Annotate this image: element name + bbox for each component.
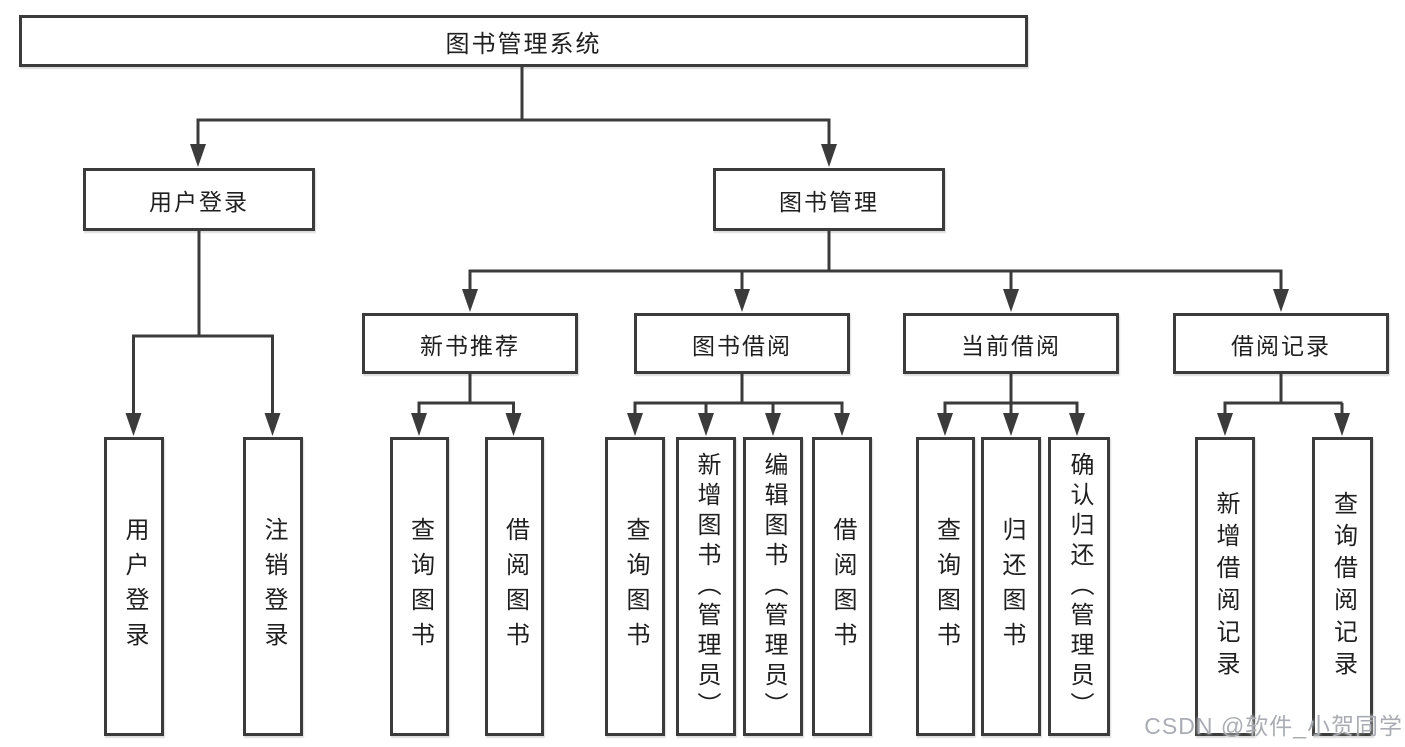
node-new-book-recommend: 新书推荐 [362,313,578,374]
node-user-login: 用户登录 [83,168,315,231]
node-label: 用户登录 [149,188,249,215]
leaf-label: 查询借阅记录 [1329,490,1357,683]
leaf-edit-book-admin: 编辑图书（管理员） [743,437,803,736]
leaf-label: 归还图书 [998,516,1025,657]
leaf-label: 借阅图书 [501,516,529,657]
node-book-borrow: 图书借阅 [634,313,850,374]
node-root-system: 图书管理系统 [19,15,1028,67]
csdn-watermark: CSDN @软件_小贺同学 [1144,713,1403,739]
node-label: 图书借阅 [692,332,792,359]
node-label: 图书管理 [779,188,879,215]
leaf-label: 查询图书 [622,516,649,657]
leaf-query-borrow-record: 查询借阅记录 [1312,437,1373,736]
leaf-label: 查询图书 [932,516,960,657]
node-label: 借阅记录 [1231,332,1331,359]
leaf-query-books-recommend: 查询图书 [390,437,449,736]
node-label: 图书管理系统 [445,30,602,58]
leaf-add-borrow-record: 新增借阅记录 [1195,437,1255,736]
leaf-label: 确认归还（管理员） [1066,451,1093,722]
leaf-label: 新增借阅记录 [1212,490,1239,683]
leaf-return-books: 归还图书 [981,437,1041,736]
leaf-confirm-return-admin: 确认归还（管理员） [1048,437,1110,736]
leaf-user-login: 用户登录 [104,437,164,736]
leaf-borrow-books: 借阅图书 [812,437,872,736]
leaf-borrow-books-recommend: 借阅图书 [485,437,544,736]
leaf-query-books-borrow: 查询图书 [605,437,665,736]
node-label: 当前借阅 [961,332,1061,359]
leaf-add-book-admin: 新增图书（管理员） [676,437,736,736]
node-book-management: 图书管理 [713,168,945,231]
leaf-label: 注销登录 [260,516,287,657]
leaf-label: 编辑图书（管理员） [760,451,787,722]
node-current-borrow: 当前借阅 [903,313,1119,374]
leaf-label: 借阅图书 [829,516,856,657]
leaf-query-books-current: 查询图书 [916,437,975,736]
leaf-label: 新增图书（管理员） [693,451,720,722]
node-borrow-records: 借阅记录 [1173,313,1389,374]
node-label: 新书推荐 [420,332,520,359]
leaf-logout: 注销登录 [243,437,303,736]
leaf-label: 查询图书 [406,516,434,657]
leaf-label: 用户登录 [121,516,148,657]
